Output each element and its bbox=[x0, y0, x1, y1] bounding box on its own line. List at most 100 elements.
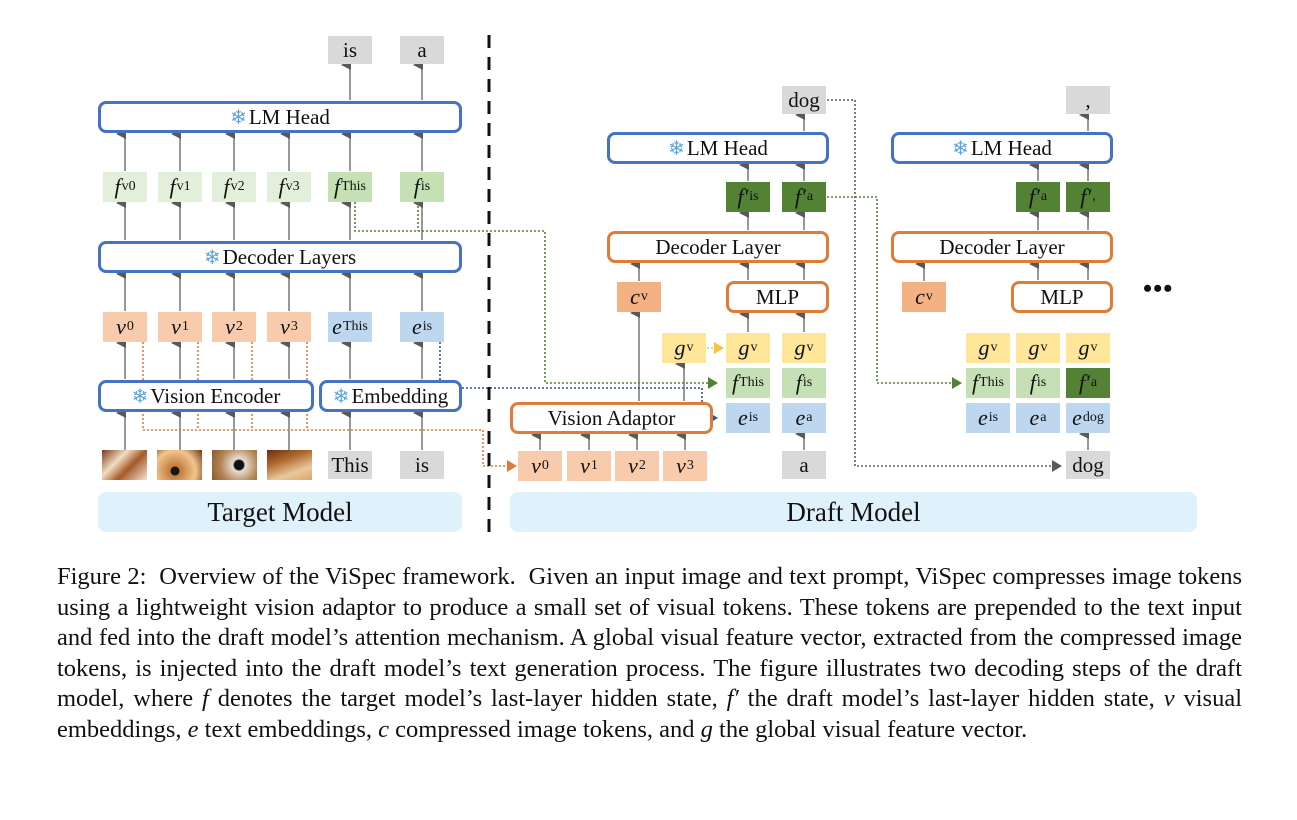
block-label: LM Head bbox=[686, 135, 768, 160]
token-subscript: 1 bbox=[181, 319, 189, 334]
token-subscript: 2 bbox=[638, 458, 646, 473]
token-subscript: This bbox=[979, 375, 1004, 390]
token-subscript: v bbox=[990, 340, 998, 355]
dotted-connector bbox=[827, 196, 952, 384]
caption-sentence: The figure illustrates two decoding step… bbox=[57, 654, 1242, 713]
vision-adaptor-block: Vision Adaptor bbox=[510, 402, 713, 434]
snowflake-frozen-icon: ❄ bbox=[952, 137, 969, 160]
token-symbol: v bbox=[628, 453, 638, 478]
token-symbol: f′ bbox=[1080, 184, 1092, 209]
token-symbol: f′ bbox=[737, 184, 749, 209]
draft-output-token: dog bbox=[782, 86, 826, 114]
block-label: Embedding bbox=[351, 383, 449, 408]
draft-lm-head-block: ❄LM Head bbox=[891, 132, 1113, 164]
token-subscript: v bbox=[925, 289, 933, 304]
token-symbol: e bbox=[795, 405, 806, 430]
image-patch-dog-face bbox=[157, 450, 202, 480]
token-symbol: f bbox=[169, 174, 176, 199]
token-subscript: v bbox=[806, 340, 814, 355]
caption-sentence: Given an input image and text prompt, Vi… bbox=[57, 563, 1243, 621]
token-symbol: g bbox=[978, 335, 990, 360]
image-patch-dog-nose bbox=[212, 450, 257, 480]
block-label: Vision Encoder bbox=[150, 383, 281, 408]
draft-output-token: , bbox=[1066, 86, 1110, 114]
caption-text: denotes the target model’s last-layer hi… bbox=[208, 685, 727, 712]
draft-decoder-layer-block: Decoder Layer bbox=[607, 231, 829, 263]
caption-text: the global visual feature vector. bbox=[712, 715, 1028, 743]
token-symbol: f bbox=[333, 174, 341, 199]
token-symbol: g bbox=[674, 335, 686, 360]
token-subscript: a bbox=[1040, 189, 1048, 204]
token-symbol: c bbox=[630, 284, 640, 309]
connector-arrowhead bbox=[708, 377, 718, 389]
token-subscript: 1 bbox=[590, 458, 598, 473]
token-subscript: v bbox=[640, 289, 648, 304]
snowflake-frozen-icon: ❄ bbox=[131, 385, 149, 408]
figure-caption: Figure 2: Overview of the ViSpec framewo… bbox=[57, 562, 1242, 745]
token-symbol: f bbox=[223, 174, 230, 199]
token-subscript: v1 bbox=[176, 179, 191, 194]
image-patch-dog-eye bbox=[102, 450, 147, 480]
caption-sentence: Overview of the ViSpec framework. bbox=[159, 563, 516, 590]
connector-arrowhead bbox=[1052, 460, 1062, 472]
token-subscript: 2 bbox=[235, 319, 243, 334]
draft-lm-head-block: ❄LM Head bbox=[607, 132, 829, 164]
caption-math-symbol: e bbox=[187, 715, 199, 743]
token-subscript: 3 bbox=[686, 458, 694, 473]
dotted-connector bbox=[354, 202, 708, 384]
block-label: LM Head bbox=[248, 104, 330, 129]
token-symbol: f′ bbox=[1078, 370, 1090, 395]
token-symbol: f bbox=[1029, 370, 1036, 395]
token-symbol: v bbox=[531, 453, 541, 478]
caption-text: compressed image tokens, and bbox=[389, 715, 701, 743]
target-output-token: is bbox=[328, 36, 372, 64]
caption-math-symbol: c bbox=[378, 715, 390, 743]
draft-model-panel-label: Draft Model bbox=[510, 492, 1197, 532]
snowflake-frozen-icon: ❄ bbox=[332, 385, 350, 408]
token-subscript: a bbox=[806, 410, 813, 425]
token-symbol: v bbox=[116, 314, 126, 339]
snowflake-frozen-icon: ❄ bbox=[203, 246, 221, 269]
connector-arrowhead bbox=[952, 377, 962, 389]
token-subscript: , bbox=[1092, 189, 1096, 204]
target-input-token: This bbox=[328, 451, 372, 479]
token-subscript: This bbox=[342, 319, 368, 334]
token-subscript: a bbox=[1090, 375, 1098, 390]
token-symbol: f bbox=[413, 174, 420, 199]
target-lm-head-block: ❄LM Head bbox=[98, 101, 462, 133]
token-symbol: f bbox=[971, 370, 979, 395]
token-symbol: f′ bbox=[794, 184, 806, 209]
token-subscript: is bbox=[422, 319, 433, 334]
block-label: Decoder Layers bbox=[222, 244, 357, 269]
target-output-token: a bbox=[400, 36, 444, 64]
target-input-token: is bbox=[400, 451, 444, 479]
token-symbol: c bbox=[915, 284, 925, 309]
token-subscript: is bbox=[749, 189, 759, 204]
token-subscript: v bbox=[686, 340, 694, 355]
token-symbol: e bbox=[1072, 405, 1082, 430]
caption-math-symbol: f′ bbox=[726, 685, 739, 712]
caption-text: the draft model’s last-layer hidden stat… bbox=[738, 685, 1164, 712]
target-decoder-layers-block: ❄Decoder Layers bbox=[98, 241, 462, 273]
draft-hidden-state-token: f′, bbox=[1066, 182, 1110, 212]
token-subscript: 0 bbox=[126, 319, 134, 334]
draft-hidden-state-token: f′a bbox=[1066, 368, 1110, 398]
token-subscript: is bbox=[802, 375, 813, 390]
